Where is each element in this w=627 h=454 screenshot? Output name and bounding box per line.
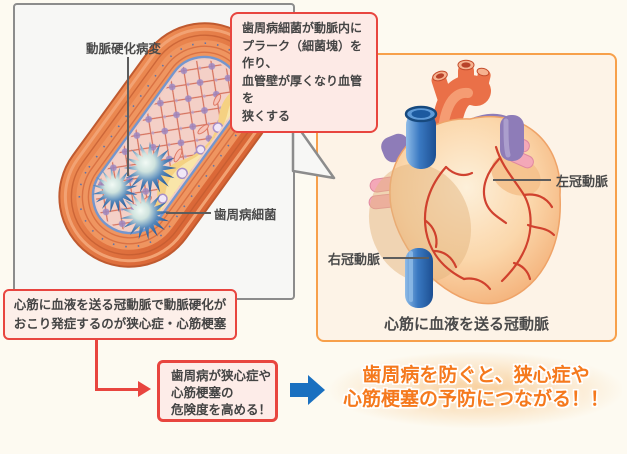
superior-vena-cava — [404, 105, 438, 169]
right-coronary-label: 右冠動脈 — [328, 253, 381, 268]
conclusion-glow — [330, 352, 622, 428]
cause-box: 心筋に血液を送る冠動脈で動脈硬化が おこり発症するのが狭心症・心筋梗塞 — [3, 289, 237, 340]
heart-caption: 心筋に血液を送る冠動脈 — [383, 315, 549, 333]
left-coronary-label: 左冠動脈 — [556, 175, 609, 190]
right-coronary-leader-line — [383, 257, 429, 259]
red-connector-vertical — [95, 338, 98, 390]
conclusion-text: 歯周病を防ぐと、狭心症や 心筋梗塞の予防につながる！！ — [330, 363, 622, 411]
callout-line: プラーク（細菌塊）を作り、 — [242, 38, 363, 71]
heart-illustration — [368, 59, 561, 308]
bacteria-leader-line — [166, 212, 211, 214]
zoom-pointer — [291, 118, 336, 180]
red-arrow-icon — [138, 381, 151, 397]
risk-line: 歯周病が狭心症や — [171, 368, 272, 383]
cause-line: おこり発症するのが狭心症・心筋梗塞 — [13, 315, 227, 331]
artery-illustration — [58, 22, 276, 268]
inferior-vena-cava — [405, 248, 433, 308]
risk-line: 心筋梗塞の — [171, 385, 234, 400]
red-connector-horizontal — [95, 388, 139, 391]
lesion-label: 動脈硬化病変 — [86, 41, 162, 56]
cause-line: 心筋に血液を送る冠動脈で動脈硬化が — [13, 297, 227, 312]
left-coronary-leader-line — [493, 179, 551, 181]
bacteria-label: 歯周病細菌 — [214, 207, 277, 222]
blue-arrow-icon — [290, 383, 308, 397]
lesion-leader-line — [127, 57, 129, 176]
callout-line: 狭くする — [242, 108, 291, 123]
conclusion-line: 歯周病を防ぐと、狭心症や — [362, 364, 590, 386]
right-atrium-overlay — [368, 163, 472, 283]
plaque-callout: 歯周病細菌が動脈内に プラーク（細菌塊）を作り、 血管壁が厚くなり血管を 狭くす… — [230, 12, 378, 133]
callout-line: 歯周病細菌が動脈内に — [242, 21, 363, 35]
risk-box: 歯周病が狭心症や 心筋梗塞の 危険度を高める！ — [157, 360, 278, 422]
callout-line: 血管壁が厚くなり血管を — [242, 73, 363, 106]
coronary-arteries — [423, 145, 556, 291]
conclusion-line: 心筋梗塞の予防につながる！！ — [342, 388, 609, 410]
blue-arrow-head-icon — [308, 375, 325, 405]
risk-line: 危険度を高める！ — [171, 402, 272, 417]
